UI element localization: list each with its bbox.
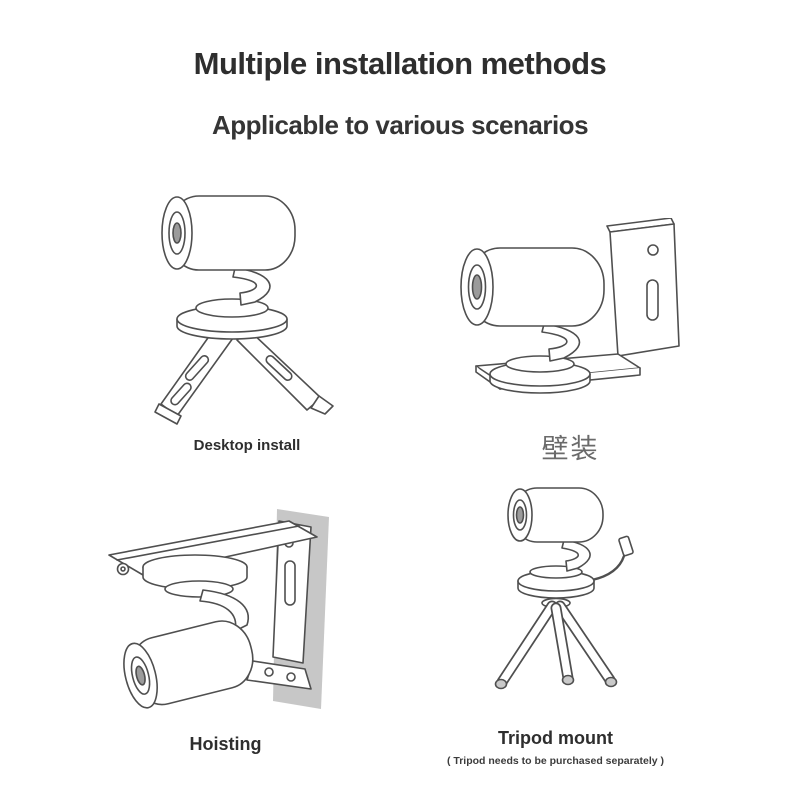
wall-mount-caption: 壁装 xyxy=(541,434,600,464)
page-title: Multiple installation methods xyxy=(193,46,607,81)
hoisting-camera-drawing xyxy=(123,554,254,709)
hoisting-caption: Hoisting xyxy=(189,734,262,754)
wall-mount-illustration xyxy=(460,218,680,394)
figure-desktop-install xyxy=(137,182,357,432)
desktop-stand-drawing xyxy=(154,327,334,425)
figure-tripod-mount xyxy=(468,482,643,717)
desktop-install-illustration xyxy=(154,195,334,425)
tripod-note: ( Tripod needs to be purchased separatel… xyxy=(446,755,665,767)
desktop-install-caption: Desktop install xyxy=(193,437,301,454)
tripod-mount-illustration xyxy=(494,487,634,690)
desktop-camera-drawing xyxy=(161,195,296,340)
tripod-camera-drawing xyxy=(507,487,604,599)
tripod-mount-caption: Tripod mount xyxy=(498,728,613,748)
page-subtitle: Applicable to various scenarios xyxy=(211,110,589,140)
figure-hoisting xyxy=(103,503,348,723)
wall-camera-drawing xyxy=(460,247,605,394)
usb-cable-drawing xyxy=(590,535,634,582)
hoisting-illustration xyxy=(108,509,329,709)
tripod-legs xyxy=(494,600,618,690)
tripod-drawing xyxy=(494,586,618,690)
figure-wall-mount xyxy=(448,218,693,418)
